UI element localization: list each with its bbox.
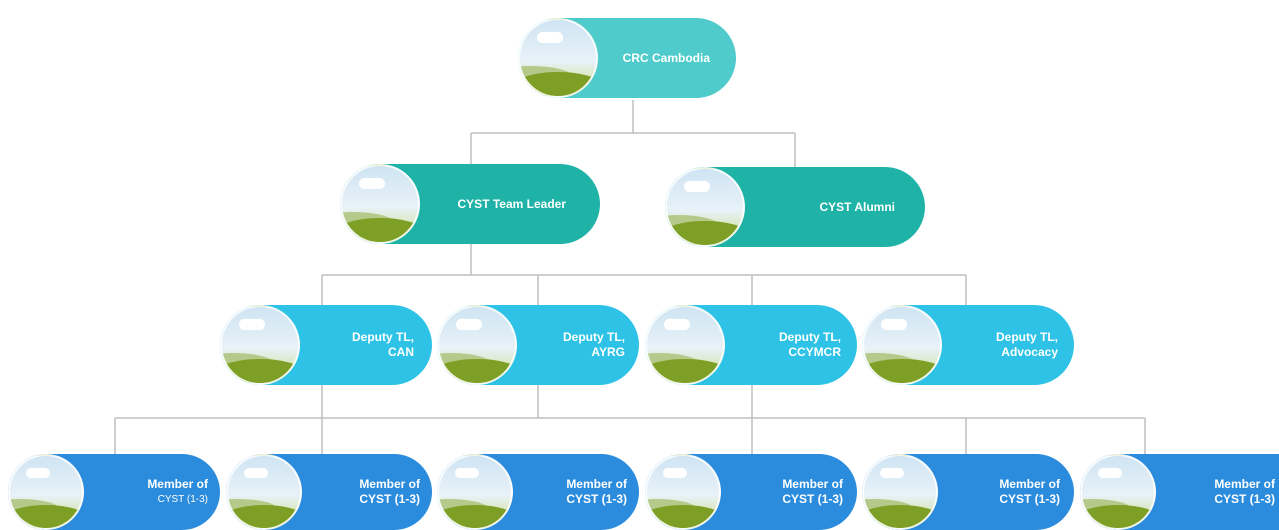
node-member-4[interactable]: Member of CYST (1-3) bbox=[645, 454, 857, 530]
profile-photo-placeholder-icon bbox=[862, 305, 942, 385]
node-member-2[interactable]: Member of CYST (1-3) bbox=[226, 454, 432, 530]
node-label-line2: AYRG bbox=[591, 345, 625, 359]
node-label-line1: Deputy TL, bbox=[779, 330, 841, 344]
profile-photo-placeholder-icon bbox=[645, 305, 725, 385]
node-label-line2: CYST (1-3) bbox=[782, 492, 843, 506]
node-cyst-alumni[interactable]: CYST Alumni bbox=[665, 167, 925, 247]
profile-photo-placeholder-icon bbox=[1080, 454, 1156, 530]
node-label-line1: Member of bbox=[782, 477, 843, 491]
node-label-line2: CAN bbox=[388, 345, 414, 359]
node-cyst-team-leader[interactable]: CYST Team Leader bbox=[340, 164, 600, 244]
profile-photo-placeholder-icon bbox=[862, 454, 938, 530]
profile-photo-placeholder-icon bbox=[340, 164, 420, 244]
node-deputy-tl-can[interactable]: Deputy TL, CAN bbox=[220, 305, 432, 385]
node-crc-cambodia[interactable]: CRC Cambodia bbox=[518, 18, 736, 98]
node-label-line2: CYST (1-3) bbox=[999, 492, 1060, 506]
node-member-3[interactable]: Member of CYST (1-3) bbox=[437, 454, 639, 530]
node-member-1[interactable]: Member of CYST (1-3) bbox=[8, 454, 220, 530]
node-deputy-tl-advocacy[interactable]: Deputy TL, Advocacy bbox=[862, 305, 1074, 385]
profile-photo-placeholder-icon bbox=[437, 454, 513, 530]
node-member-5[interactable]: Member of CYST (1-3) bbox=[862, 454, 1074, 530]
profile-photo-placeholder-icon bbox=[645, 454, 721, 530]
node-label-line1: Member of bbox=[147, 477, 208, 491]
node-label-line1: Deputy TL, bbox=[996, 330, 1058, 344]
node-label-line1: Member of bbox=[359, 477, 420, 491]
node-label: CRC Cambodia bbox=[622, 50, 710, 65]
node-label-line1: Member of bbox=[999, 477, 1060, 491]
node-label-line1: Member of bbox=[1214, 477, 1275, 491]
profile-photo-placeholder-icon bbox=[226, 454, 302, 530]
node-label-line2: Advocacy bbox=[1001, 345, 1058, 359]
profile-photo-placeholder-icon bbox=[665, 167, 745, 247]
node-label: CYST Team Leader bbox=[457, 196, 566, 211]
node-label-line1: Deputy TL, bbox=[563, 330, 625, 344]
node-deputy-tl-ccymcr[interactable]: Deputy TL, CCYMCR bbox=[645, 305, 857, 385]
node-label-line1: Deputy TL, bbox=[352, 330, 414, 344]
node-label-line2: CYST (1-3) bbox=[359, 492, 420, 506]
node-label-line2: CYST (1-3) bbox=[157, 494, 208, 505]
node-member-6[interactable]: Member of CYST (1-3) bbox=[1080, 454, 1279, 530]
node-label-line1: Member of bbox=[566, 477, 627, 491]
profile-photo-placeholder-icon bbox=[8, 454, 84, 530]
node-label-line2: CYST (1-3) bbox=[566, 492, 627, 506]
node-label-line2: CYST (1-3) bbox=[1214, 492, 1275, 506]
profile-photo-placeholder-icon bbox=[220, 305, 300, 385]
node-label-line2: CCYMCR bbox=[788, 345, 841, 359]
profile-photo-placeholder-icon bbox=[437, 305, 517, 385]
profile-photo-placeholder-icon bbox=[518, 18, 598, 98]
node-label: CYST Alumni bbox=[819, 199, 895, 214]
node-deputy-tl-ayrg[interactable]: Deputy TL, AYRG bbox=[437, 305, 639, 385]
